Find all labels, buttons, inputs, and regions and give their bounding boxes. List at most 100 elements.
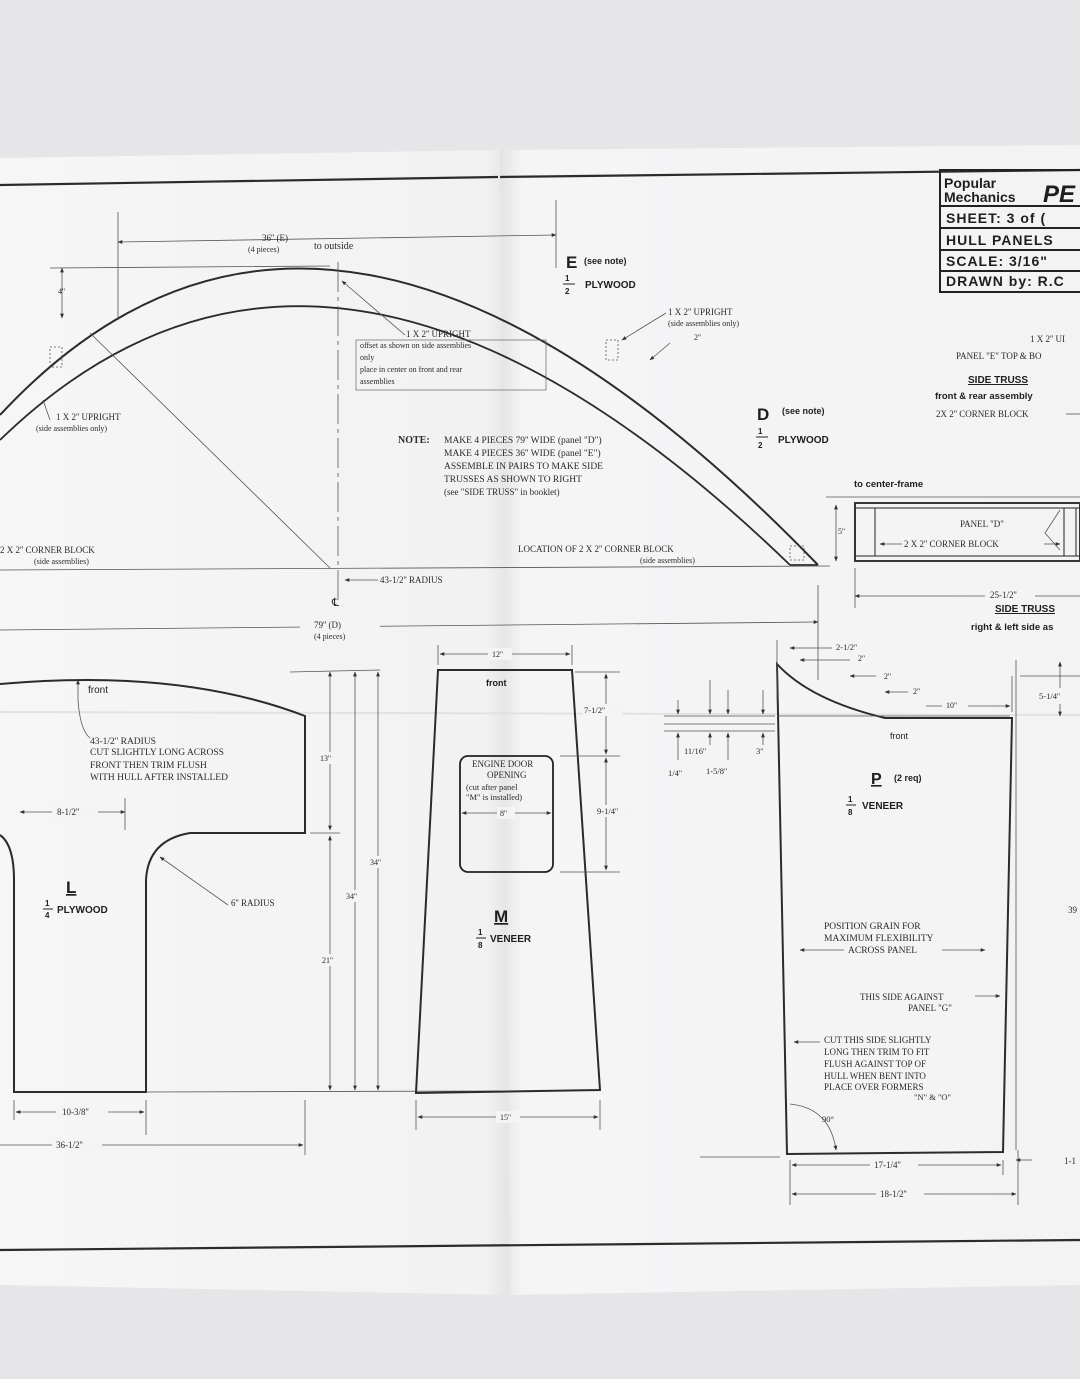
panel-p-dim-2d: 2'' — [913, 687, 920, 696]
truss-sub: front & rear assembly — [935, 391, 1033, 402]
to-outside-label: to outside — [314, 241, 354, 252]
panel-p-dim-17: 17-1/4'' — [874, 1160, 901, 1170]
panel-l-letter: L — [66, 878, 76, 897]
grain-line-2: MAXIMUM FLEXIBILITY — [824, 934, 934, 944]
panel-l-radius6: 6'' RADIUS — [231, 898, 275, 908]
panel-e-num: 1 — [565, 274, 570, 283]
panel-l-front: front — [88, 685, 108, 696]
corner-block-left-1: 2 X 2'' CORNER BLOCK — [0, 545, 95, 555]
cut-line-5: PLACE OVER FORMERS — [824, 1082, 924, 1092]
panel-p-dim-158: 1-5/8'' — [706, 766, 727, 776]
truss-panel-d: PANEL "D" — [960, 519, 1004, 529]
panel-d-num: 1 — [758, 427, 763, 436]
cut-line-2: LONG THEN TRIM TO FIT — [824, 1047, 930, 1057]
panel-l: front 43-1/2'' RADIUS CUT SLIGHTLY LONG … — [0, 669, 501, 1155]
panel-l-dim-10: 10-3/8'' — [62, 1107, 89, 1117]
panel-m-den: 8 — [478, 941, 483, 950]
panel-d-label: D (see note) 1 2 PLYWOOD — [756, 405, 829, 450]
panel-p: 2-1/2'' 2'' 2'' 2'' 10'' 5-1/4'' 11/16''… — [664, 640, 1080, 1205]
upright-right-1: 1 X 2'' UPRIGHT — [668, 307, 733, 317]
corner-block-right-1: LOCATION OF 2 X 2'' CORNER BLOCK — [518, 544, 674, 554]
panel-d-den: 2 — [758, 441, 763, 450]
brand-line2: Mechanics — [944, 189, 1016, 205]
dim-4: 4'' — [58, 287, 65, 296]
panel-l-dim-21: 21'' — [322, 956, 333, 965]
door-line-4: "M" is installed) — [466, 792, 522, 802]
centerline-mark: ℄ — [331, 597, 339, 609]
title-block: Popular Mechanics PE SHEET: 3 of ( HULL … — [939, 169, 1080, 293]
door-dim-8: 8'' — [500, 809, 507, 818]
panel-p-letter: P — [871, 771, 882, 788]
panel-p-num: 1 — [848, 795, 853, 804]
panel-e-den: 2 — [565, 287, 570, 296]
truss-title-2: SIDE TRUSS — [995, 604, 1055, 615]
panel-m-num: 1 — [478, 928, 483, 937]
truss-upright: 1 X 2'' UI — [1030, 334, 1065, 344]
panel-p-material: VENEER — [862, 801, 904, 812]
upright-center-1: 1 X 2'' UPRIGHT — [406, 329, 471, 339]
panel-p-den: 8 — [848, 808, 853, 817]
panel-l-dim-34b: 34'' — [370, 858, 381, 867]
upright-center-3: only — [360, 353, 374, 362]
door-line-1: ENGINE DOOR — [472, 759, 533, 769]
upright-center-2: offset as shown on side assemblies — [360, 341, 471, 350]
to-center-frame: to center-frame — [854, 479, 923, 490]
panel-l-note-2: CUT SLIGHTLY LONG ACROSS — [90, 748, 224, 758]
panel-m-front: front — [486, 678, 507, 688]
panel-p-dim-11: 11/16'' — [684, 746, 707, 756]
truss-sub-2: right & left side as — [971, 622, 1053, 633]
plan-code: PE — [1043, 181, 1076, 208]
truss-corner-inside: 2 X 2'' CORNER BLOCK — [904, 539, 999, 549]
brand-line1: Popular — [944, 175, 997, 191]
dim-d: 79'' (D) — [314, 620, 341, 630]
panel-p-dim-3: 3'' — [756, 746, 764, 756]
upright-center-4: place in center on front and rear — [360, 365, 463, 374]
upright-center-5: assemblies — [360, 377, 395, 386]
grain-line-3: ACROSS PANEL — [848, 946, 917, 956]
left-sheet — [0, 150, 510, 1295]
panel-m: 12'' front ENGINE DOOR OPENING (cut afte… — [414, 645, 634, 1130]
door-line-3: (cut after panel — [466, 782, 518, 792]
panel-l-num: 1 — [45, 899, 50, 908]
panel-m-dim-12: 12'' — [492, 650, 503, 659]
upright-left-2: (side assemblies only) — [36, 424, 107, 433]
panel-d-material: PLYWOOD — [778, 435, 829, 446]
panel-e-label: E (see note) 1 2 PLYWOOD — [563, 253, 636, 296]
cut-line-1: CUT THIS SIDE SLIGHTLY — [824, 1035, 932, 1045]
note-line-3: ASSEMBLE IN PAIRS TO MAKE SIDE — [444, 462, 603, 472]
note-line-1: MAKE 4 PIECES 79'' WIDE (panel "D") — [444, 435, 602, 446]
dim-d-pieces: (4 pieces) — [314, 632, 346, 641]
note-line-2: MAKE 4 PIECES 36'' WIDE (panel "E") — [444, 448, 601, 459]
panel-p-dim-2a: 2-1/2'' — [836, 642, 857, 652]
border-top-right — [499, 168, 1080, 179]
against-line-1: THIS SIDE AGAINST — [860, 992, 944, 1002]
sheet-scale: SCALE: 3/16" — [946, 253, 1048, 269]
panel-p-dim-2c: 2'' — [884, 672, 891, 681]
cut-line-3: FLUSH AGAINST TOP OF — [824, 1059, 926, 1069]
panel-m-dim-15: 15'' — [500, 1113, 511, 1122]
truss-dim-25: 25-1/2'' — [990, 590, 1017, 600]
against-line-2: PANEL "G" — [908, 1003, 952, 1013]
panel-p-dim-1: 1-1 — [1064, 1156, 1076, 1166]
panel-m-material: VENEER — [490, 934, 532, 945]
panel-m-letter: M — [494, 907, 508, 926]
panel-l-note-4: WITH HULL AFTER INSTALLED — [90, 773, 228, 783]
panel-e-material: PLYWOOD — [585, 280, 636, 291]
panel-l-dim-36: 36-1/2'' — [56, 1140, 83, 1150]
grain-line-1: POSITION GRAIN FOR — [824, 922, 921, 932]
panel-l-dim-8: 8-1/2'' — [57, 807, 80, 817]
corner-block-right-2: (side assemblies) — [640, 556, 695, 565]
truss-title: SIDE TRUSS — [968, 375, 1028, 386]
drawn-by: DRAWN by: R.C — [946, 273, 1065, 289]
right-sheet — [500, 145, 1080, 1295]
panel-p-dim-10: 10'' — [946, 701, 957, 710]
panel-l-material: PLYWOOD — [57, 905, 108, 916]
sheet-subject: HULL PANELS — [946, 232, 1054, 248]
panel-m-dim-7: 7-1/2'' — [584, 705, 605, 715]
dim-2: 2'' — [694, 333, 701, 342]
radius-label: 43-1/2'' RADIUS — [380, 575, 443, 585]
dim-e-pieces: (4 pieces) — [248, 245, 280, 254]
panel-e-letter: E — [566, 253, 577, 272]
